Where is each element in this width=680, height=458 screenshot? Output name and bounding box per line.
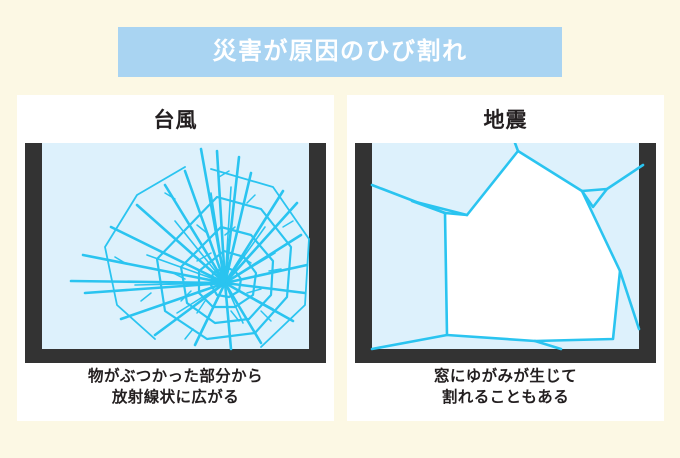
card-earthquake-caption-line-1: 窓にゆがみが生じて — [433, 368, 578, 385]
card-typhoon-heading-label: 台風 — [153, 109, 198, 132]
card-typhoon-heading: 台風 — [17, 95, 334, 143]
earthquake-window-illustration — [355, 143, 656, 363]
card-typhoon-caption-line-1: 物がぶつかった部分から — [88, 368, 263, 385]
card-earthquake-heading-label: 地震 — [483, 109, 528, 132]
page-title: 災害が原因のひび割れ — [212, 38, 468, 65]
typhoon-window-illustration — [25, 143, 326, 363]
card-earthquake-heading: 地震 — [347, 95, 664, 143]
card-typhoon-caption-line-2: 放射線状に広がる — [111, 388, 240, 406]
card-typhoon-caption: 物がぶつかった部分から 放射線状に広がる — [17, 367, 334, 408]
card-earthquake-caption-line-2: 割れることもある — [441, 388, 570, 406]
card-typhoon: 台風 — [17, 95, 334, 421]
card-earthquake: 地震 — [347, 95, 664, 421]
page-title-banner: 災害が原因のひび割れ — [118, 27, 562, 77]
card-earthquake-caption: 窓にゆがみが生じて 割れることもある — [347, 367, 664, 408]
